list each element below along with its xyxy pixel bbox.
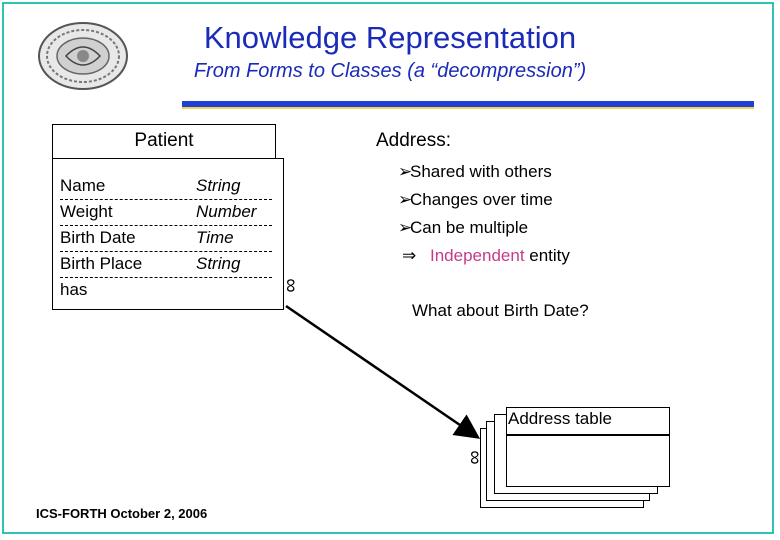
implication-rest: entity — [524, 246, 570, 265]
patient-row-birth-place: Birth Place String — [60, 251, 272, 278]
address-bullet: ➢ Can be multiple — [398, 218, 529, 238]
patient-row-has: has — [60, 277, 272, 303]
implication-highlight: Independent — [430, 246, 525, 265]
field-label: Birth Date — [60, 228, 136, 247]
address-table-card-front — [506, 407, 670, 487]
arrow-bullet-icon: ➢ — [398, 218, 413, 237]
bullet-text: Can be multiple — [410, 218, 529, 237]
field-type: String — [196, 176, 241, 195]
address-table-label: Address table — [508, 409, 612, 428]
title-underline-blue — [182, 101, 754, 107]
patient-class-body: Name String Weight Number Birth Date Tim… — [52, 158, 284, 310]
patient-row-birth-date: Birth Date Time — [60, 225, 272, 252]
arrow-bullet-icon: ➢ — [398, 190, 413, 209]
title-underline-yellow — [182, 107, 754, 109]
field-label: Name — [60, 176, 106, 195]
slide-frame — [2, 2, 774, 534]
bullet-text: Changes over time — [410, 190, 553, 209]
patient-row-name: Name String — [60, 173, 272, 200]
arrow-bullet-icon: ➢ — [398, 162, 413, 181]
bullet-text: Shared with others — [410, 162, 552, 181]
address-implication: ⇒ Independent entity — [402, 246, 570, 266]
field-type: Number — [196, 202, 257, 221]
address-bullet: ➢ Changes over time — [398, 190, 553, 210]
seal-logo-icon — [38, 22, 128, 90]
card-divider — [507, 434, 669, 436]
implies-arrow-icon: ⇒ — [402, 246, 417, 265]
field-label: has — [60, 280, 88, 299]
patient-class-header: Patient — [52, 124, 276, 158]
slide-title: Knowledge Representation — [203, 20, 577, 55]
multiplicity-source: ∞ — [279, 278, 302, 293]
slide-subtitle: From Forms to Classes (a “decompression”… — [193, 60, 587, 82]
field-type: Time — [196, 228, 234, 247]
slide-footer: ICS-FORTH October 2, 2006 — [36, 506, 208, 521]
field-label: Weight — [60, 202, 113, 221]
address-heading: Address: — [376, 130, 451, 151]
patient-row-weight: Weight Number — [60, 199, 272, 226]
field-type: String — [196, 254, 241, 273]
birth-date-question: What about Birth Date? — [412, 301, 589, 320]
address-bullet: ➢ Shared with others — [398, 162, 552, 182]
field-label: Birth Place — [60, 254, 143, 273]
